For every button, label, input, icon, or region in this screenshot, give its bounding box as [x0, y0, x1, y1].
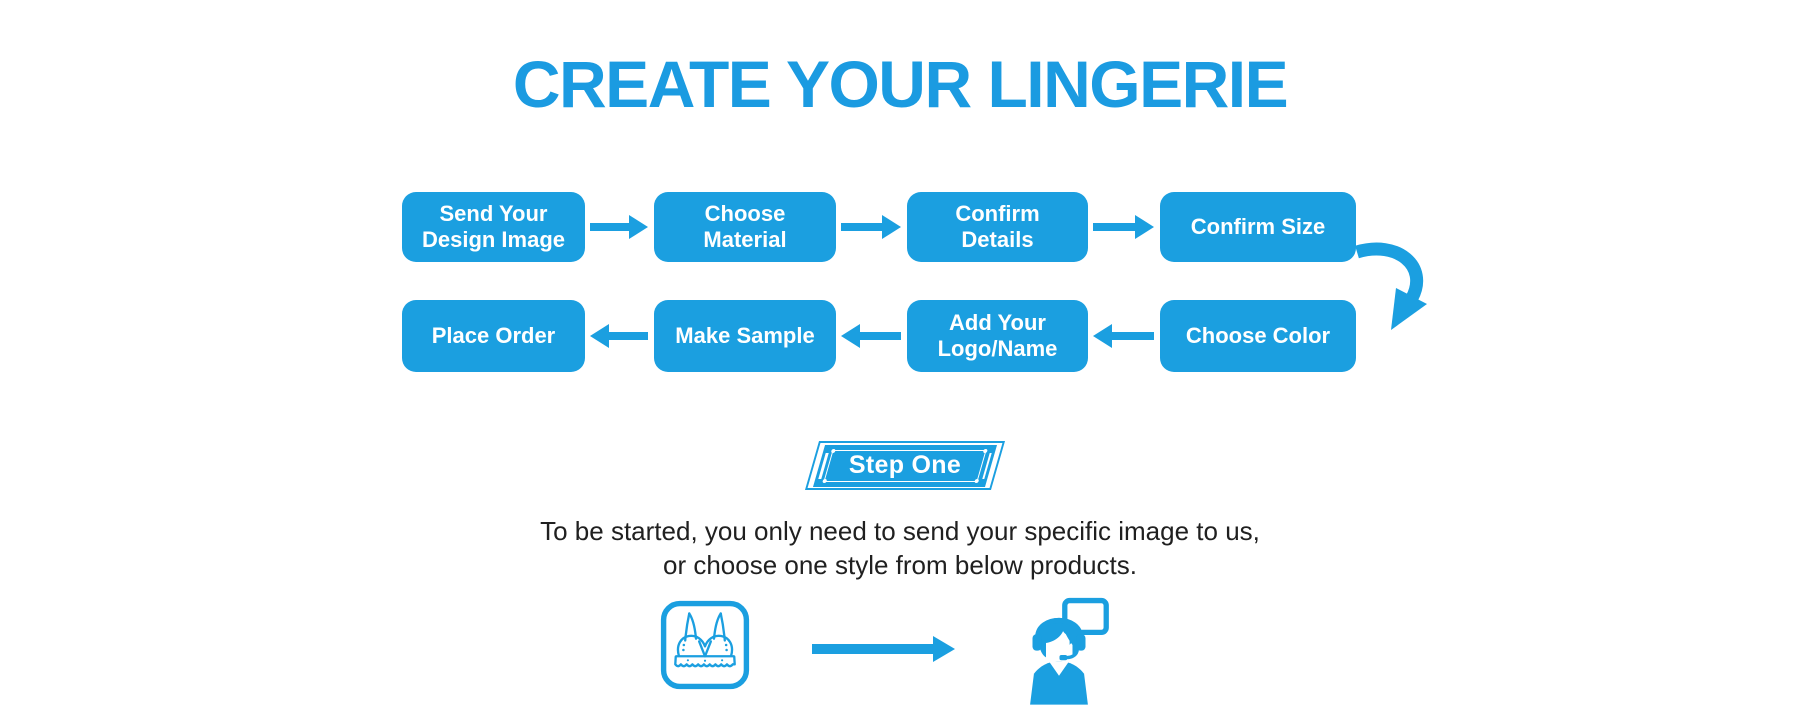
arrow-head [629, 215, 648, 239]
step-one-description: To be started, you only need to send you… [0, 514, 1800, 582]
arrow-left-icon [1093, 324, 1154, 348]
flow-step-place-order: Place Order [402, 300, 585, 372]
arrow-head [841, 324, 860, 348]
flow-step-choose-material: Choose Material [654, 192, 836, 262]
flow-step-confirm-size: Confirm Size [1160, 192, 1356, 262]
description-line-2: or choose one style from below products. [662, 550, 1138, 580]
flow-step-choose-color: Choose Color [1160, 300, 1356, 372]
arrow-shaft [812, 644, 938, 654]
flow-step-add-logo-name: Add Your Logo/Name [907, 300, 1088, 372]
arrow-shaft [841, 223, 884, 231]
arrow-shaft [1093, 223, 1137, 231]
arrow-right-icon [841, 215, 901, 239]
step-one-label: Step One [848, 451, 962, 479]
arrow-shaft [1110, 332, 1154, 340]
arrow-left-icon [590, 324, 648, 348]
arrow-head [933, 636, 955, 662]
step-one-badge: Step One [804, 441, 1006, 490]
arrow-shaft [858, 332, 901, 340]
arrow-right-icon [1093, 215, 1154, 239]
arrow-right-icon [590, 215, 648, 239]
arrow-shaft [590, 223, 631, 231]
flow-step-confirm-details: Confirm Details [907, 192, 1088, 262]
page-title: CREATE YOUR LINGERIE [512, 47, 1289, 121]
arrow-right-icon [812, 636, 955, 662]
curved-arrow-down-icon [1355, 242, 1427, 330]
flow-step-send-design-image: Send Your Design Image [402, 192, 585, 262]
arrow-left-icon [841, 324, 901, 348]
flow-step-make-sample: Make Sample [654, 300, 836, 372]
arrow-head [1135, 215, 1154, 239]
arrow-shaft [607, 332, 648, 340]
arrow-head [590, 324, 609, 348]
customer-service-icon [1030, 597, 1109, 705]
arrow-head [882, 215, 901, 239]
bra-design-icon [660, 600, 750, 690]
description-line-1: To be started, you only need to send you… [540, 516, 1260, 546]
arrow-head [1093, 324, 1112, 348]
